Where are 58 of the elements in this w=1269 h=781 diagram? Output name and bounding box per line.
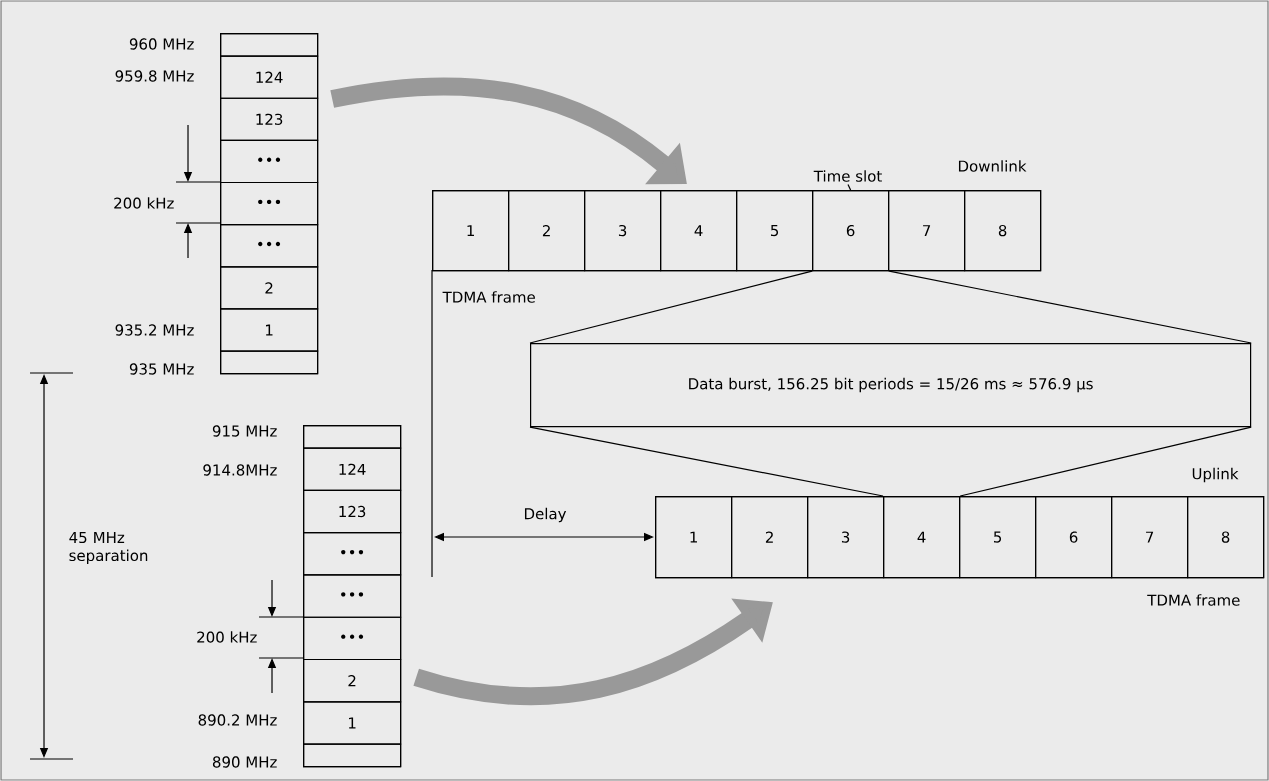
channel-cell: ••• bbox=[220, 181, 319, 226]
time-slot-box: 6 bbox=[812, 190, 890, 272]
delay-label: Delay bbox=[525, 507, 567, 523]
block-arrow bbox=[330, 77, 687, 185]
channel-cell: 123 bbox=[220, 97, 319, 141]
zoom-line bbox=[529, 426, 884, 497]
time-slot-box: 4 bbox=[660, 190, 738, 272]
dimension-label: 200 kHz bbox=[197, 631, 257, 643]
time-slot-box: 3 bbox=[584, 190, 662, 272]
time-slot-box: 2 bbox=[731, 496, 809, 579]
time-slot-box: 2 bbox=[508, 190, 586, 272]
frame-label: TDMA frame bbox=[1147, 594, 1240, 606]
channel-cell: ••• bbox=[220, 224, 319, 268]
time-slot-box: 5 bbox=[959, 496, 1037, 579]
zoom-line bbox=[888, 270, 1252, 344]
channel-cell bbox=[303, 743, 402, 768]
frequency-label: 959.8 MHz bbox=[115, 70, 194, 82]
time-slot-box: 3 bbox=[807, 496, 885, 579]
time-slot-box: 1 bbox=[655, 496, 733, 579]
time-slot-box: 1 bbox=[432, 190, 510, 272]
channel-cell: 1 bbox=[220, 308, 319, 352]
dimension-label: 45 MHz separation bbox=[69, 532, 148, 564]
time-slot-box: 4 bbox=[883, 496, 961, 579]
frequency-label: 935 MHz bbox=[129, 363, 194, 375]
zoom-line bbox=[529, 270, 813, 344]
channel-cell: 2 bbox=[220, 266, 319, 310]
leader-line bbox=[847, 183, 852, 191]
frequency-label: 935.2 MHz bbox=[115, 324, 194, 336]
channel-cell: ••• bbox=[220, 139, 319, 184]
channel-cell bbox=[303, 425, 402, 449]
channel-cell: 124 bbox=[220, 55, 319, 99]
frame-label: TDMA frame bbox=[442, 291, 535, 303]
time-slot-box: 8 bbox=[1187, 496, 1265, 579]
frequency-label: 890.2 MHz bbox=[198, 714, 277, 726]
time-slot-box: 6 bbox=[1035, 496, 1113, 579]
time-slot-box: 5 bbox=[736, 190, 814, 272]
frame-label: Uplink bbox=[1192, 467, 1239, 483]
time-slot-label: Time slot bbox=[813, 170, 882, 182]
dimension-label: 200 kHz bbox=[114, 197, 174, 209]
frequency-label: 960 MHz bbox=[129, 38, 194, 50]
frequency-label: 890 MHz bbox=[212, 756, 277, 768]
burst-box: Data burst, 156.25 bit periods = 15/26 ms ≈ 576.9 µs bbox=[530, 343, 1252, 428]
channel-cell bbox=[220, 350, 319, 375]
zoom-line bbox=[959, 426, 1252, 497]
channel-cell: 2 bbox=[303, 658, 402, 703]
time-slot-box: 7 bbox=[888, 190, 966, 272]
frequency-label: 914.8MHz bbox=[203, 464, 277, 476]
channel-cell bbox=[220, 33, 319, 57]
channel-cell: ••• bbox=[303, 532, 402, 576]
time-slot-box: 8 bbox=[964, 190, 1042, 272]
frame-label: Downlink bbox=[958, 160, 1027, 172]
time-slot-box: 7 bbox=[1111, 496, 1189, 579]
channel-cell: 1 bbox=[303, 701, 402, 745]
channel-cell: ••• bbox=[303, 616, 402, 661]
channel-cell: 124 bbox=[303, 447, 402, 491]
channel-cell: 123 bbox=[303, 489, 402, 534]
channel-cell: ••• bbox=[303, 574, 402, 618]
frequency-label: 915 MHz bbox=[212, 425, 277, 437]
